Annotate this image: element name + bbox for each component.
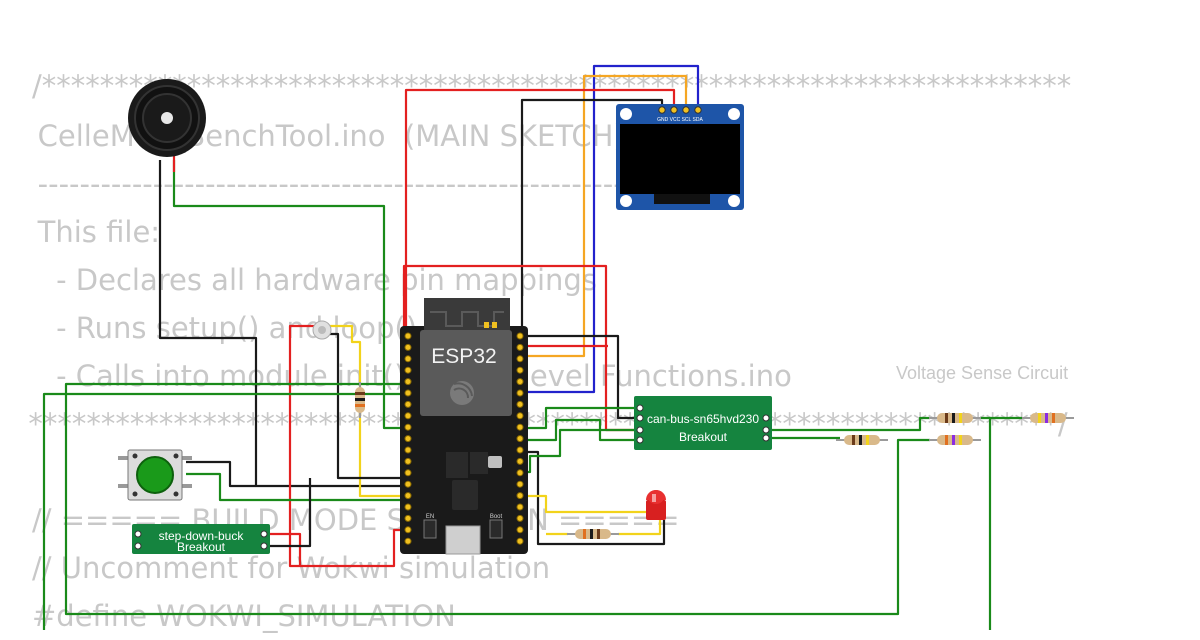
esp32-pin[interactable] bbox=[404, 400, 412, 408]
wire-sensor-red[interactable] bbox=[288, 324, 408, 568]
voltage-sense-label: Voltage Sense Circuit bbox=[896, 363, 1068, 383]
buzzer-center-icon bbox=[161, 112, 173, 124]
esp32-pin[interactable] bbox=[404, 423, 412, 431]
resistor[interactable] bbox=[1022, 413, 1074, 423]
esp32-pin[interactable] bbox=[404, 526, 412, 534]
wire-voltage-green[interactable] bbox=[770, 416, 930, 432]
wire-buzzer-signal[interactable] bbox=[172, 160, 408, 430]
esp32-pin[interactable] bbox=[516, 526, 524, 534]
esp32-pin[interactable] bbox=[404, 355, 412, 363]
esp32-pin[interactable] bbox=[404, 435, 412, 443]
esp32-pin[interactable] bbox=[404, 480, 412, 488]
esp32-pin[interactable] bbox=[516, 378, 524, 386]
wire-sda[interactable] bbox=[520, 64, 700, 394]
wire-can-rx[interactable] bbox=[520, 418, 640, 442]
esp32-pin[interactable] bbox=[404, 492, 412, 500]
wire-buzzer-gnd[interactable] bbox=[158, 160, 408, 488]
wire-scl[interactable] bbox=[520, 74, 688, 358]
resistor[interactable] bbox=[836, 435, 888, 445]
esp32-pin[interactable] bbox=[516, 480, 524, 488]
esp32-pin[interactable] bbox=[516, 400, 524, 408]
can-sub: Breakout bbox=[679, 430, 728, 444]
esp32-pin[interactable] bbox=[516, 423, 524, 431]
oled-display[interactable]: GND VCC SCL SDA bbox=[616, 104, 744, 210]
esp32-pin[interactable] bbox=[516, 355, 524, 363]
esp32-pin[interactable] bbox=[516, 389, 524, 397]
boot-label: Boot bbox=[490, 514, 503, 520]
resistor[interactable] bbox=[929, 435, 981, 445]
espressif-logo-icon bbox=[450, 381, 474, 405]
esp32-pin[interactable] bbox=[516, 457, 524, 465]
wire-can-tx[interactable] bbox=[520, 406, 640, 430]
wire-led-resistor-2[interactable] bbox=[618, 520, 662, 536]
esp32-pin[interactable] bbox=[516, 446, 524, 454]
wire-oled-vcc[interactable] bbox=[404, 88, 676, 330]
buck-breakout[interactable]: step-down-buck Breakout bbox=[132, 524, 270, 554]
esp32-pin[interactable] bbox=[516, 343, 524, 351]
esp32-pin[interactable] bbox=[516, 514, 524, 522]
light-sensor[interactable] bbox=[312, 320, 332, 340]
esp32-pin[interactable] bbox=[516, 537, 524, 545]
esp32-shield bbox=[420, 330, 512, 416]
oled-screen bbox=[620, 124, 740, 194]
esp32-pin[interactable] bbox=[404, 389, 412, 397]
esp32-pins bbox=[404, 332, 524, 545]
wire-button-1[interactable] bbox=[186, 460, 256, 488]
can-breakout[interactable]: can-bus-sn65hvd230 Breakout bbox=[634, 396, 772, 450]
wire-gnd-right[interactable] bbox=[522, 450, 666, 546]
wire-led[interactable] bbox=[520, 494, 656, 520]
esp32-pin[interactable] bbox=[516, 435, 524, 443]
wire-sensor-yellow[interactable] bbox=[324, 324, 408, 498]
usb-chip bbox=[452, 480, 478, 510]
esp32-pin[interactable] bbox=[404, 332, 412, 340]
wire-green-right[interactable] bbox=[520, 428, 640, 474]
resistors bbox=[355, 382, 1074, 539]
buck-name: step-down-buck bbox=[159, 529, 245, 543]
esp32-label: ESP32 bbox=[431, 345, 496, 368]
esp32-pin[interactable] bbox=[516, 469, 524, 477]
en-button[interactable] bbox=[423, 519, 437, 539]
esp32-pin[interactable] bbox=[404, 446, 412, 454]
wire-button-2[interactable] bbox=[186, 472, 408, 502]
can-name: can-bus-sn65hvd230 bbox=[647, 412, 759, 426]
esp32-pin[interactable] bbox=[516, 492, 524, 500]
esp32-pin[interactable] bbox=[516, 503, 524, 511]
usb-port[interactable] bbox=[445, 525, 481, 555]
esp32-pin[interactable] bbox=[404, 503, 412, 511]
en-label: EN bbox=[426, 514, 434, 520]
esp32-pin[interactable] bbox=[404, 343, 412, 351]
esp32-pin[interactable] bbox=[404, 514, 412, 522]
push-button[interactable] bbox=[118, 449, 192, 501]
buzzer[interactable] bbox=[128, 79, 206, 157]
wire-long-green-1[interactable] bbox=[42, 392, 408, 630]
resistor[interactable] bbox=[929, 413, 981, 423]
esp32-pin[interactable] bbox=[404, 412, 412, 420]
esp32-pin[interactable] bbox=[404, 469, 412, 477]
esp32-pin[interactable] bbox=[516, 332, 524, 340]
wires bbox=[42, 64, 1022, 630]
esp32-board[interactable]: ESP32 Boot EN bbox=[400, 298, 528, 555]
esp32-pin[interactable] bbox=[404, 457, 412, 465]
esp32-pin[interactable] bbox=[516, 366, 524, 374]
button-cap-icon bbox=[136, 456, 174, 494]
esp32-pin[interactable] bbox=[404, 366, 412, 374]
resistor[interactable] bbox=[355, 382, 365, 418]
esp32-pin[interactable] bbox=[404, 378, 412, 386]
oled-pin-labels: GND VCC SCL SDA bbox=[657, 117, 703, 123]
wire-long-green-2[interactable] bbox=[64, 382, 930, 616]
esp32-pin[interactable] bbox=[516, 412, 524, 420]
wire-buck-red[interactable] bbox=[266, 532, 302, 566]
esp32-pin[interactable] bbox=[404, 537, 412, 545]
resistor[interactable] bbox=[567, 529, 619, 539]
red-led[interactable] bbox=[646, 490, 666, 520]
wire-buck-black[interactable] bbox=[266, 478, 312, 548]
buck-sub: Breakout bbox=[177, 540, 226, 554]
wire-can-gnd[interactable] bbox=[520, 334, 640, 420]
boot-button[interactable] bbox=[489, 519, 503, 539]
